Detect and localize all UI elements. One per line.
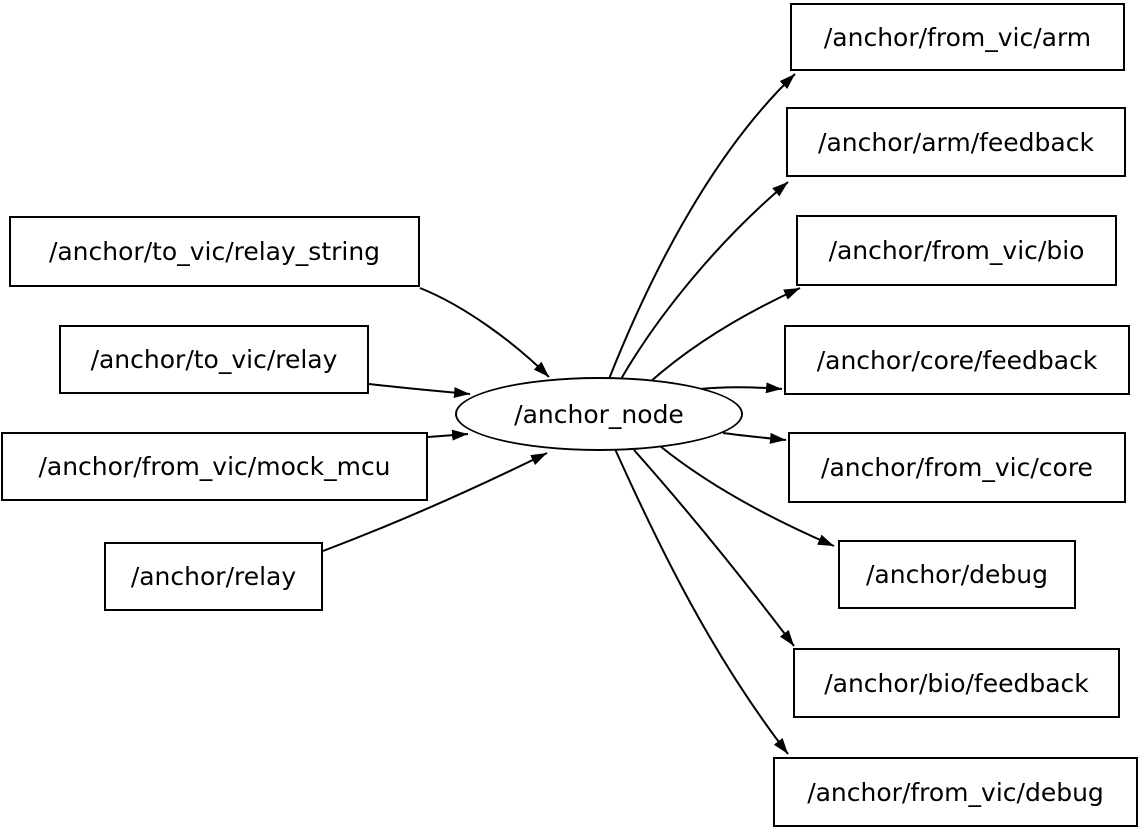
edge-anchor-node-to-bio-feedback bbox=[633, 449, 795, 647]
topic-node-core-feedback: /anchor/core/feedback bbox=[784, 325, 1130, 395]
edge-to-vic-relay-string-to-anchor-node bbox=[419, 287, 550, 378]
topic-node-from-vic-bio: /anchor/from_vic/bio bbox=[796, 215, 1117, 286]
topic-label: /anchor/from_vic/bio bbox=[828, 236, 1085, 265]
edge-to-vic-relay-to-anchor-node bbox=[368, 383, 471, 399]
topic-label: /anchor/relay bbox=[130, 562, 297, 591]
topic-label: /anchor/from_vic/debug bbox=[807, 777, 1104, 807]
topic-node-relay: /anchor/relay bbox=[104, 542, 323, 611]
topic-node-arm-feedback: /anchor/arm/feedback bbox=[786, 107, 1126, 177]
topic-label: /anchor/from_vic/mock_mcu bbox=[38, 452, 391, 481]
edge-anchor-node-to-from-vic-arm bbox=[608, 73, 796, 380]
edge-relay-to-anchor-node bbox=[322, 452, 548, 552]
topic-label: /anchor/arm/feedback bbox=[818, 127, 1094, 157]
edge-anchor-node-to-from-vic-debug bbox=[614, 448, 789, 755]
node-label: /anchor_node bbox=[514, 399, 684, 429]
topic-label: /anchor/from_vic/core bbox=[821, 453, 1093, 482]
topic-node-from-vic-mock-mcu: /anchor/from_vic/mock_mcu bbox=[1, 432, 428, 501]
topic-label: /anchor/from_vic/arm bbox=[823, 22, 1092, 52]
edge-anchor-node-to-arm-feedback bbox=[620, 181, 789, 380]
topic-label: /anchor/core/feedback bbox=[816, 345, 1098, 375]
edge-anchor-node-to-core-feedback bbox=[699, 382, 783, 394]
topic-label: /anchor/bio/feedback bbox=[824, 668, 1089, 698]
edge-anchor-node-to-from-vic-core bbox=[722, 432, 787, 444]
topic-label: /anchor/to_vic/relay bbox=[90, 345, 338, 374]
edge-from-vic-mock-mcu-to-anchor-node bbox=[427, 429, 469, 441]
topic-node-debug: /anchor/debug bbox=[838, 540, 1076, 609]
ros-node-anchor-node: /anchor_node bbox=[455, 377, 743, 451]
topic-node-from-vic-core: /anchor/from_vic/core bbox=[788, 432, 1126, 503]
topic-node-from-vic-arm: /anchor/from_vic/arm bbox=[790, 3, 1125, 71]
topic-node-from-vic-debug: /anchor/from_vic/debug bbox=[773, 757, 1138, 827]
topic-node-to-vic-relay-string: /anchor/to_vic/relay_string bbox=[9, 216, 420, 287]
edge-anchor-node-to-debug bbox=[659, 445, 835, 547]
edge-anchor-node-to-from-vic-bio bbox=[649, 287, 801, 383]
topic-node-bio-feedback: /anchor/bio/feedback bbox=[793, 648, 1120, 718]
topic-node-to-vic-relay: /anchor/to_vic/relay bbox=[59, 325, 369, 394]
topic-label: /anchor/to_vic/relay_string bbox=[48, 237, 381, 266]
topic-label: /anchor/debug bbox=[865, 560, 1048, 589]
